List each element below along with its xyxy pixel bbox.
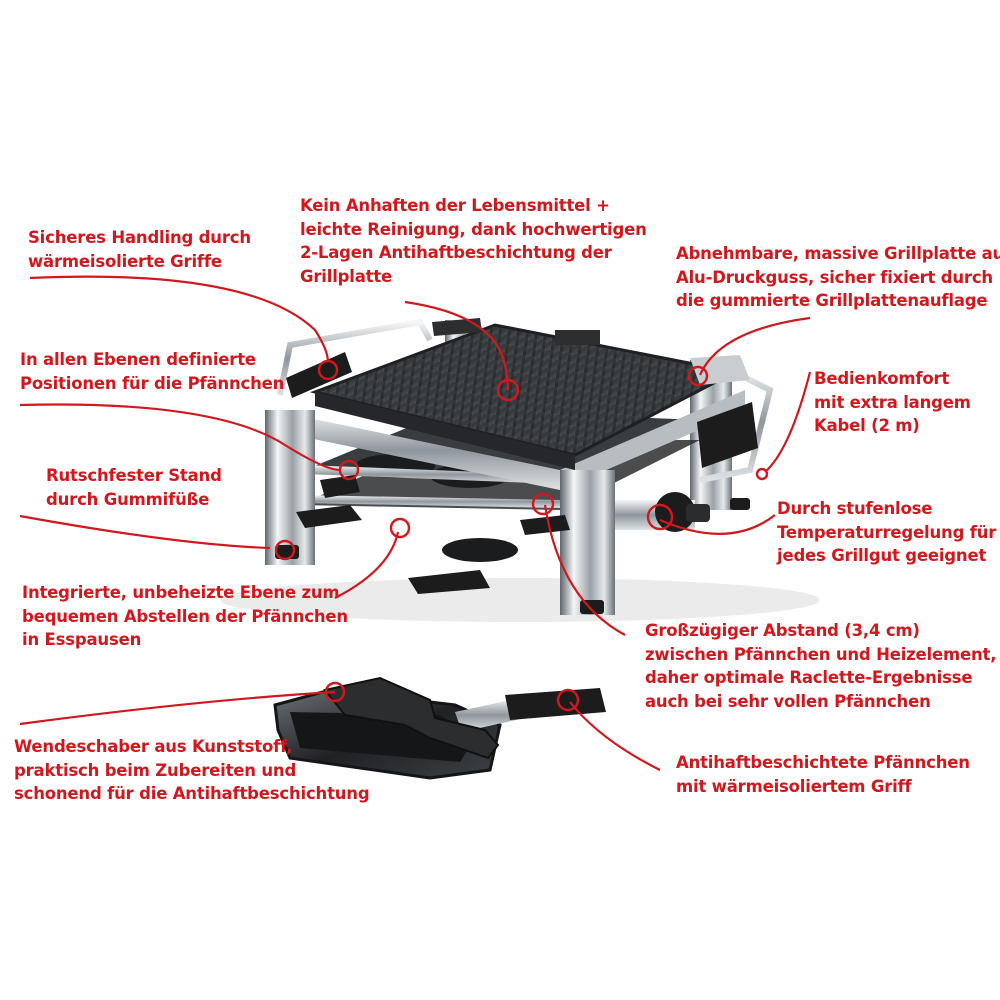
pan-handle-2 (320, 475, 360, 498)
housing-side (560, 390, 745, 490)
middle-rail (305, 465, 560, 484)
callout-stand (274, 539, 296, 561)
leader-schaber (19, 690, 336, 726)
knob-grip (686, 504, 710, 522)
leader-ebene-abstellen (334, 531, 400, 599)
leader-kabel (764, 371, 812, 473)
front-left-post (265, 410, 315, 565)
annotation-line: Bedienkomfort (814, 369, 950, 388)
callout-anhaften (496, 378, 520, 402)
annotation-line: jedes Grillgut geeignet (777, 546, 987, 565)
annotation-abstand: Großzügiger Abstand (3,4 cm) zwischen Pf… (645, 619, 996, 713)
callout-handling (317, 359, 339, 381)
callout-abstand (531, 492, 555, 516)
annotation-line: Temperaturregelung für (777, 522, 997, 542)
pan-insulated-grip (505, 688, 606, 720)
annotation-line: In allen Ebenen definierte (20, 350, 256, 369)
grill-plate-edge (315, 392, 575, 470)
rubber-plate-mount-back (555, 330, 600, 345)
annotation-kabel: Bedienkomfort mit extra langem Kabel (2 … (814, 367, 971, 438)
annotation-line: daher optimale Raclette-Ergebnisse (645, 668, 973, 687)
annotation-line: bequemen Abstellen der Pfännchen (22, 606, 348, 626)
lower-rail (300, 495, 560, 508)
pan-handle-1 (296, 505, 362, 528)
rubber-plate-mount-left (432, 318, 482, 336)
spatula (323, 676, 500, 760)
annotation-line: Grillplatte (300, 266, 393, 286)
ground-shadow (220, 578, 820, 622)
callout-schaber (324, 681, 346, 703)
pan-handle-4 (520, 515, 570, 535)
annotation-line: Antihaftbeschichtete Pfännchen (676, 753, 970, 772)
leader-lines (19, 275, 812, 771)
annotation-line: schonend für die Antihaftbeschichtung (14, 784, 370, 803)
annotation-grillplatte: Abnehmbare, massive Grillplatte aus Alu-… (676, 242, 1000, 313)
callout-ebene-abstellen (389, 517, 411, 539)
plate-support-right (690, 355, 750, 385)
leader-stand (19, 514, 271, 550)
rubber-foot-back (730, 498, 750, 510)
annotation-line: Wendeschaber aus Kunststoff, (14, 737, 293, 756)
annotation-stand: Rutschfester Stand durch Gummifüße (46, 464, 222, 511)
annotation-line: durch Gummifüße (46, 489, 210, 509)
callout-pfaennchen (556, 688, 580, 712)
annotation-line: Integrierte, unbeheizte Ebene zum (22, 583, 340, 602)
annotation-line: Rutschfester Stand (46, 466, 222, 485)
annotation-pfaennchen: Antihaftbeschichtete Pfännchen mit wärme… (676, 751, 970, 798)
callout-circles (274, 359, 769, 712)
annotation-line: 2-Lagen Antihaftbeschichtung der (300, 243, 612, 262)
leader-grillplatte (698, 316, 811, 376)
callout-temperatur (646, 503, 674, 531)
annotation-line: die gummierte Grillplattenauflage (676, 291, 988, 310)
annotation-line: Abnehmbare, massive Grillplatte aus (676, 244, 1000, 263)
leader-ebenen (19, 403, 341, 472)
right-handle-grip (697, 402, 758, 468)
annotation-ebenen: In allen Ebenen definierte Positionen fü… (20, 348, 284, 395)
annotation-line: Kabel (2 m) (814, 416, 920, 435)
leader-anhaften (404, 300, 510, 391)
annotation-line: Kein Anhaften der Lebensmittel + (300, 196, 610, 215)
pan-handle-3 (408, 570, 490, 594)
leader-handling (29, 275, 330, 363)
housing-front (270, 410, 560, 490)
callout-kabel (755, 467, 769, 481)
leader-pfaennchen (569, 701, 661, 771)
annotation-line: praktisch beim Zubereiten und (14, 760, 297, 780)
annotation-ebene-abstellen: Integrierte, unbeheizte Ebene zum bequem… (22, 581, 348, 652)
annotation-handling: Sicheres Handling durch wärmeisolierte G… (28, 226, 251, 273)
annotation-line: zwischen Pfännchen und Heizelement, (645, 644, 997, 664)
annotation-line: Alu-Druckguss, sicher fixiert durch (676, 267, 993, 287)
annotation-line: mit wärmeisoliertem Griff (676, 776, 912, 796)
annotation-anhaften: Kein Anhaften der Lebensmittel + leichte… (300, 194, 647, 288)
callout-ebenen (338, 459, 360, 481)
front-right-post (560, 470, 615, 615)
annotation-line: auch bei sehr vollen Pfännchen (645, 691, 931, 711)
tray-pan-3 (442, 538, 518, 562)
annotation-temperatur: Durch stufenlose Temperaturregelung für … (777, 497, 996, 568)
annotation-line: in Esspausen (22, 630, 142, 649)
annotation-line: mit extra langem (814, 392, 971, 412)
annotation-line: wärmeisolierte Griffe (28, 251, 222, 271)
callout-grillplatte (687, 365, 709, 387)
annotation-line: Großzügiger Abstand (3,4 cm) (645, 621, 920, 640)
annotation-line: Durch stufenlose (777, 499, 933, 518)
left-handle-bar (277, 318, 433, 396)
annotation-schaber: Wendeschaber aus Kunststoff, praktisch b… (14, 735, 370, 806)
annotation-line: Sicheres Handling durch (28, 228, 251, 247)
annotation-line: Positionen für die Pfännchen (20, 373, 285, 393)
leader-abstand (543, 504, 626, 636)
leader-temperatur (659, 514, 776, 535)
annotation-line: leichte Reinigung, dank hochwertigen (300, 219, 647, 239)
